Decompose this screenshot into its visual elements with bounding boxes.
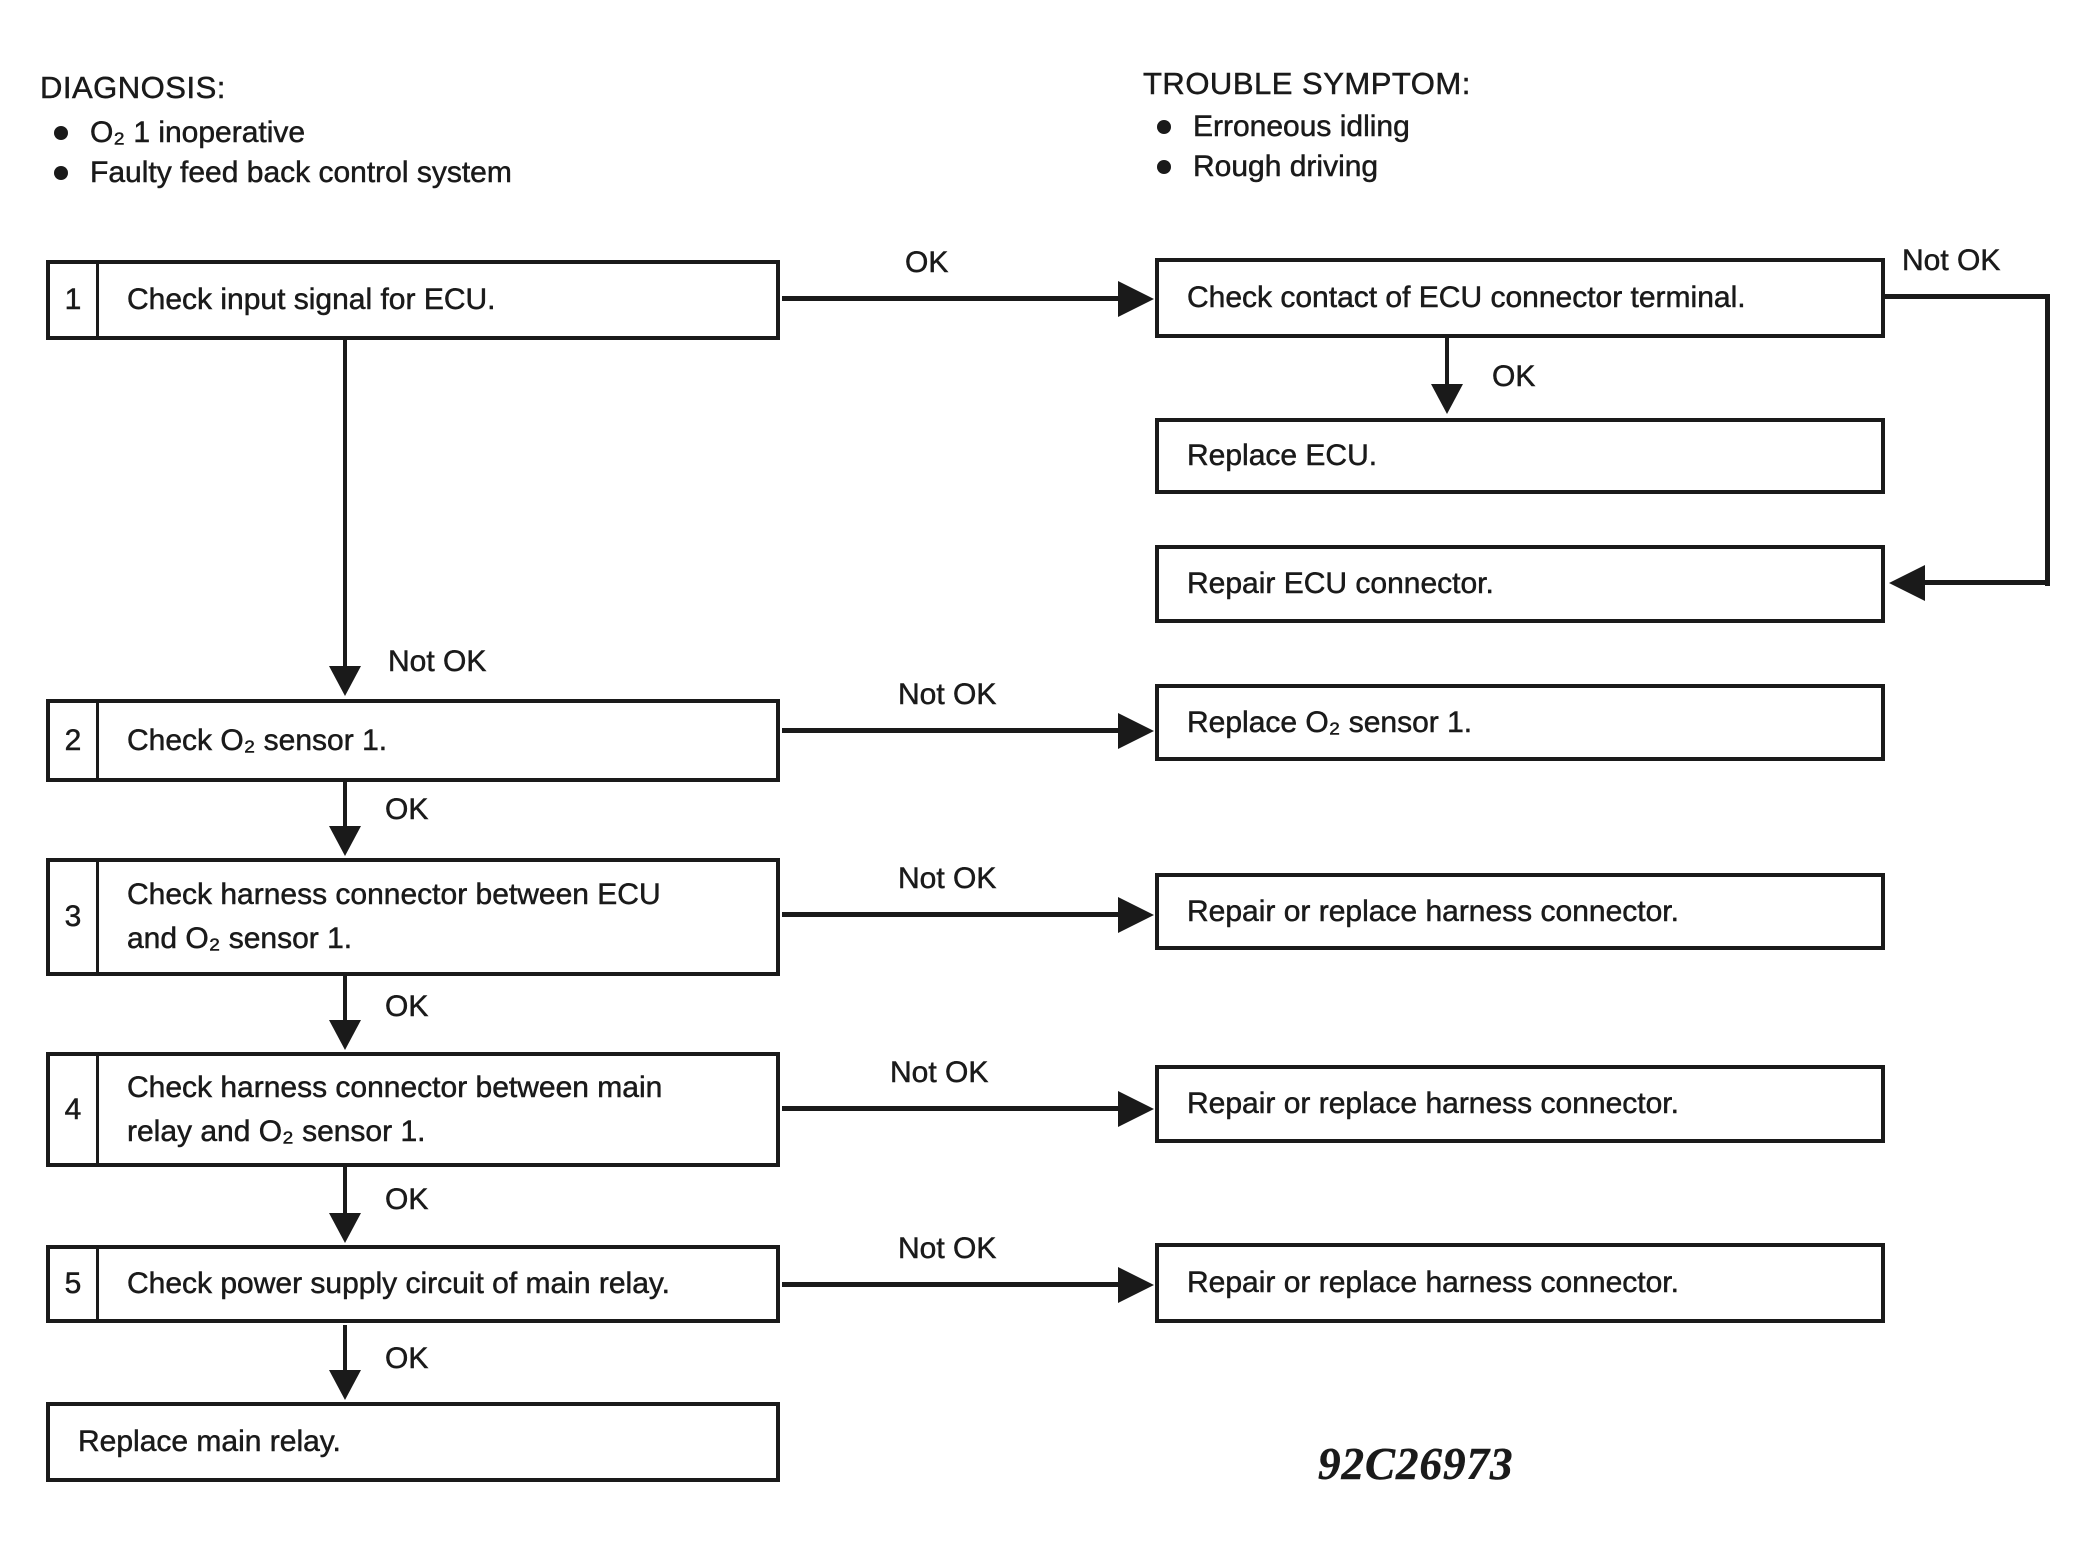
arrowhead-right-icon <box>1118 1091 1154 1127</box>
arrow-step3-to-repair-harness <box>782 912 1122 917</box>
replace-main-relay-box: Replace main relay. <box>46 1402 780 1482</box>
action-text: Replace main relay. <box>78 1425 341 1459</box>
action-text: Repair or replace harness connector. <box>1187 1266 1679 1300</box>
arrow-step1-to-check-contact <box>782 296 1122 301</box>
step-number: 3 <box>50 862 99 972</box>
action-text: Repair or replace harness connector. <box>1187 894 1679 928</box>
action-text: Check contact of ECU connector terminal. <box>1187 281 1746 315</box>
edge-label-ok: OK <box>385 793 429 827</box>
trouble-symptom-item-text: Erroneous idling <box>1193 110 1410 144</box>
arrowhead-down-icon <box>1431 384 1463 414</box>
step-text: Check harness connector between ECU and … <box>127 878 661 956</box>
step-box-3: 3 Check harness connector between ECU an… <box>46 858 780 976</box>
arrow-step3-to-step4 <box>343 976 347 1022</box>
bullet-icon <box>1157 160 1171 174</box>
edge-label-not-ok: Not OK <box>1902 244 2001 278</box>
step-box-5: 5 Check power supply circuit of main rel… <box>46 1245 780 1323</box>
action-text: Repair ECU connector. <box>1187 567 1494 601</box>
bullet-icon <box>54 166 68 180</box>
step-number: 1 <box>50 264 99 336</box>
action-box-replace-ecu: Replace ECU. <box>1155 418 1885 494</box>
arrow-step1-to-step2 <box>343 340 347 668</box>
connector-line-notok-down <box>2045 294 2050 586</box>
figure-code: 92C26973 <box>1318 1439 1514 1490</box>
arrow-step5-to-replace-main-relay <box>343 1325 347 1372</box>
edge-label-not-ok: Not OK <box>898 678 997 712</box>
step-number: 4 <box>50 1056 99 1163</box>
arrowhead-right-icon <box>1118 897 1154 933</box>
step-number: 5 <box>50 1249 99 1319</box>
edge-label-ok: OK <box>385 1183 429 1217</box>
action-box-replace-o2-sensor: Replace O₂ sensor 1. <box>1155 684 1885 761</box>
action-box-check-ecu-connector-contact: Check contact of ECU connector terminal. <box>1155 258 1885 338</box>
arrowhead-right-icon <box>1118 281 1154 317</box>
action-text: Replace ECU. <box>1187 439 1378 473</box>
arrow-step5-to-repair-harness <box>782 1282 1122 1287</box>
diagnosis-item-text: Faulty feed back control system <box>90 156 512 190</box>
arrowhead-down-icon <box>329 826 361 856</box>
edge-label-not-ok: Not OK <box>890 1056 989 1090</box>
arrow-step2-to-step3 <box>343 782 347 828</box>
arrowhead-right-icon <box>1118 713 1154 749</box>
arrowhead-down-icon <box>329 1020 361 1050</box>
bullet-icon <box>54 126 68 140</box>
action-box-repair-harness-2: Repair or replace harness connector. <box>1155 1065 1885 1143</box>
step-box-1: 1 Check input signal for ECU. <box>46 260 780 340</box>
step-number: 2 <box>50 703 99 778</box>
edge-label-not-ok: Not OK <box>388 645 487 679</box>
step-text: Check power supply circuit of main relay… <box>127 1267 671 1301</box>
diagnosis-header: DIAGNOSIS: O₂ 1 inoperative Faulty feed … <box>40 70 512 190</box>
action-text: Replace O₂ sensor 1. <box>1187 705 1473 739</box>
arrowhead-down-icon <box>329 1213 361 1243</box>
diagnosis-item: Faulty feed back control system <box>54 156 512 190</box>
arrow-step4-to-step5 <box>343 1167 347 1215</box>
arrowhead-left-icon <box>1889 565 1925 601</box>
edge-label-not-ok: Not OK <box>898 862 997 896</box>
step-text: Check harness connector between main rel… <box>127 1070 663 1148</box>
arrow-step4-to-repair-harness <box>782 1106 1122 1111</box>
diagnosis-title: DIAGNOSIS: <box>40 70 226 106</box>
edge-label-ok: OK <box>1492 360 1536 394</box>
step-text: Check input signal for ECU. <box>127 283 496 317</box>
step-box-4: 4 Check harness connector between main r… <box>46 1052 780 1167</box>
connector-line-notok-return <box>1921 580 2050 585</box>
action-box-repair-harness-3: Repair or replace harness connector. <box>1155 1243 1885 1323</box>
diagnosis-item: O₂ 1 inoperative <box>54 116 512 150</box>
connector-line-notok-top <box>1885 294 2050 299</box>
step-box-2: 2 Check O₂ sensor 1. <box>46 699 780 782</box>
trouble-symptom-item: Erroneous idling <box>1157 110 1471 144</box>
action-box-repair-ecu-connector: Repair ECU connector. <box>1155 545 1885 623</box>
trouble-symptom-item-text: Rough driving <box>1193 150 1379 184</box>
edge-label-ok: OK <box>385 990 429 1024</box>
edge-label-ok: OK <box>385 1342 429 1376</box>
edge-label-not-ok: Not OK <box>898 1232 997 1266</box>
trouble-symptom-title: TROUBLE SYMPTOM: <box>1143 66 1471 102</box>
arrowhead-down-icon <box>329 1370 361 1400</box>
trouble-symptom-header: TROUBLE SYMPTOM: Erroneous idling Rough … <box>1143 66 1471 184</box>
diagnosis-item-text: O₂ 1 inoperative <box>90 116 306 150</box>
bullet-icon <box>1157 120 1171 134</box>
trouble-symptom-item: Rough driving <box>1157 150 1471 184</box>
action-box-repair-harness-1: Repair or replace harness connector. <box>1155 873 1885 950</box>
arrowhead-right-icon <box>1118 1267 1154 1303</box>
action-text: Repair or replace harness connector. <box>1187 1087 1679 1121</box>
step-text: Check O₂ sensor 1. <box>127 723 388 757</box>
arrow-check-contact-to-replace-ecu <box>1445 338 1449 386</box>
arrowhead-down-icon <box>329 666 361 696</box>
edge-label-ok: OK <box>905 246 949 280</box>
arrow-step2-to-replace-o2 <box>782 728 1122 733</box>
